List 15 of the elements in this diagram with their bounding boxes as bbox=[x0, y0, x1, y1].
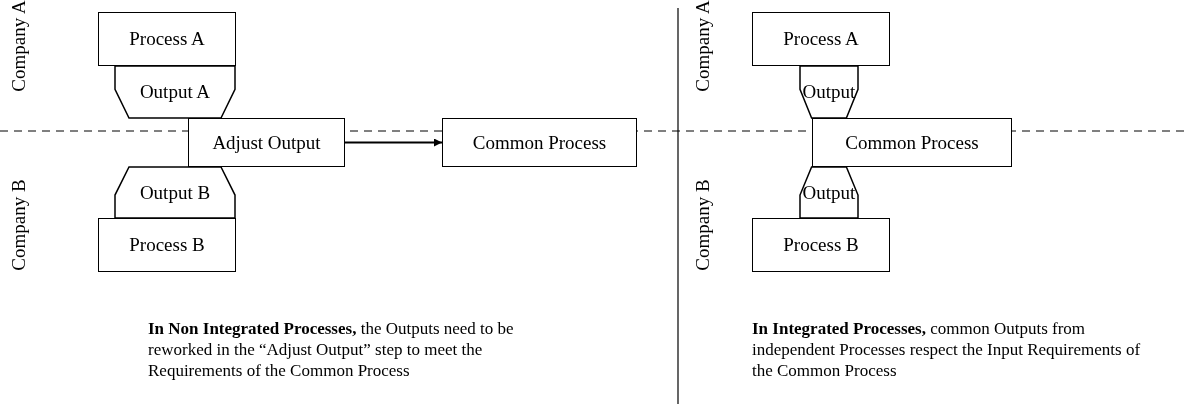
output-shape: Output bbox=[800, 66, 858, 118]
swimlane-label: Company B bbox=[7, 179, 30, 271]
caption-text: In Integrated Processes, common Outputs from independent Processes respect the Input Requirements of the Common Process bbox=[752, 318, 1142, 381]
process-box: Process B bbox=[98, 218, 236, 272]
process-box: Adjust Output bbox=[188, 118, 345, 167]
caption-text: In Non Integrated Processes, the Outputs need to be reworked in the “Adjust Output” step to meet the Requirements of the Common Process bbox=[148, 318, 515, 381]
output-shape: Output bbox=[800, 167, 858, 218]
arrow bbox=[344, 138, 443, 147]
output-shape: Output B bbox=[115, 167, 235, 218]
swimlane-label: Company A bbox=[7, 0, 30, 92]
output-shape: Output A bbox=[115, 66, 235, 118]
swimlane-label: Company A bbox=[691, 0, 714, 92]
process-box: Common Process bbox=[442, 118, 637, 167]
process-box: Process A bbox=[98, 12, 236, 66]
swimlane-label: Company B bbox=[691, 179, 714, 271]
